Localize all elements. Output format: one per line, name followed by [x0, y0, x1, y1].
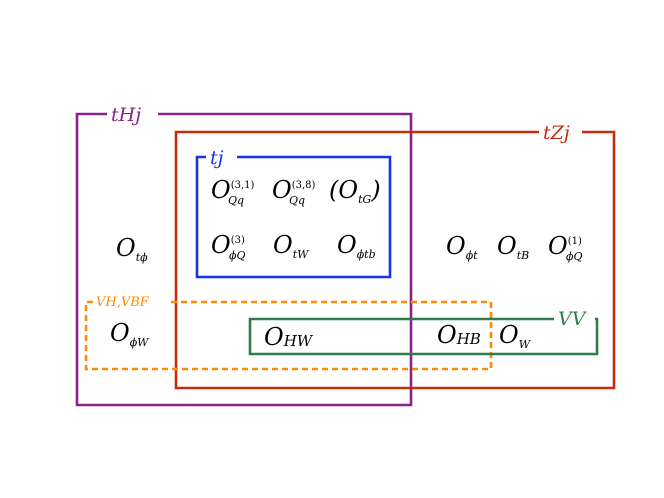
operators: O(3,1)Qq O(3,8)Qq (OtG) O(3)ϕQ OtW Oϕtb … [110, 176, 583, 351]
vv-region: VV [248, 308, 599, 356]
vh-vbf-label: VH,VBF [96, 295, 150, 310]
tj-region: tj [195, 147, 392, 279]
thj-box-outline [75, 112, 413, 407]
thj-label: tHj [111, 104, 141, 126]
operator-tb: OtB [497, 232, 529, 262]
tj-box-outline [195, 155, 392, 279]
tzj-label: tZj [543, 122, 570, 144]
tj-label: tj [210, 147, 224, 169]
vh-vbf-region: VH,VBF [84, 295, 493, 371]
operator-phiq-3: O(3)ϕQ [211, 231, 246, 262]
vv-label: VV [558, 308, 588, 330]
operator-phit: Oϕt [446, 232, 478, 262]
vv-box-outline [248, 317, 599, 356]
operator-phitb: Oϕtb [337, 231, 376, 261]
operator-tphi: Otϕ [116, 234, 148, 264]
tzj-region: tZj [174, 122, 616, 390]
vh-vbf-box-outline [84, 300, 493, 371]
thj-region: tHj [75, 104, 413, 407]
operator-hw: OHW [264, 323, 314, 351]
operator-phiw: OϕW [110, 319, 150, 349]
operator-qq-38: O(3,8)Qq [272, 176, 315, 207]
operator-w: OW [499, 321, 532, 351]
operator-qq-31: O(3,1)Qq [211, 176, 254, 207]
tzj-box-outline [174, 130, 616, 390]
operator-tg: (OtG) [329, 176, 381, 206]
operator-hb: OHB [437, 321, 481, 349]
operator-tw: OtW [273, 231, 310, 261]
operator-phiq-1: O(1)ϕQ [548, 232, 583, 263]
